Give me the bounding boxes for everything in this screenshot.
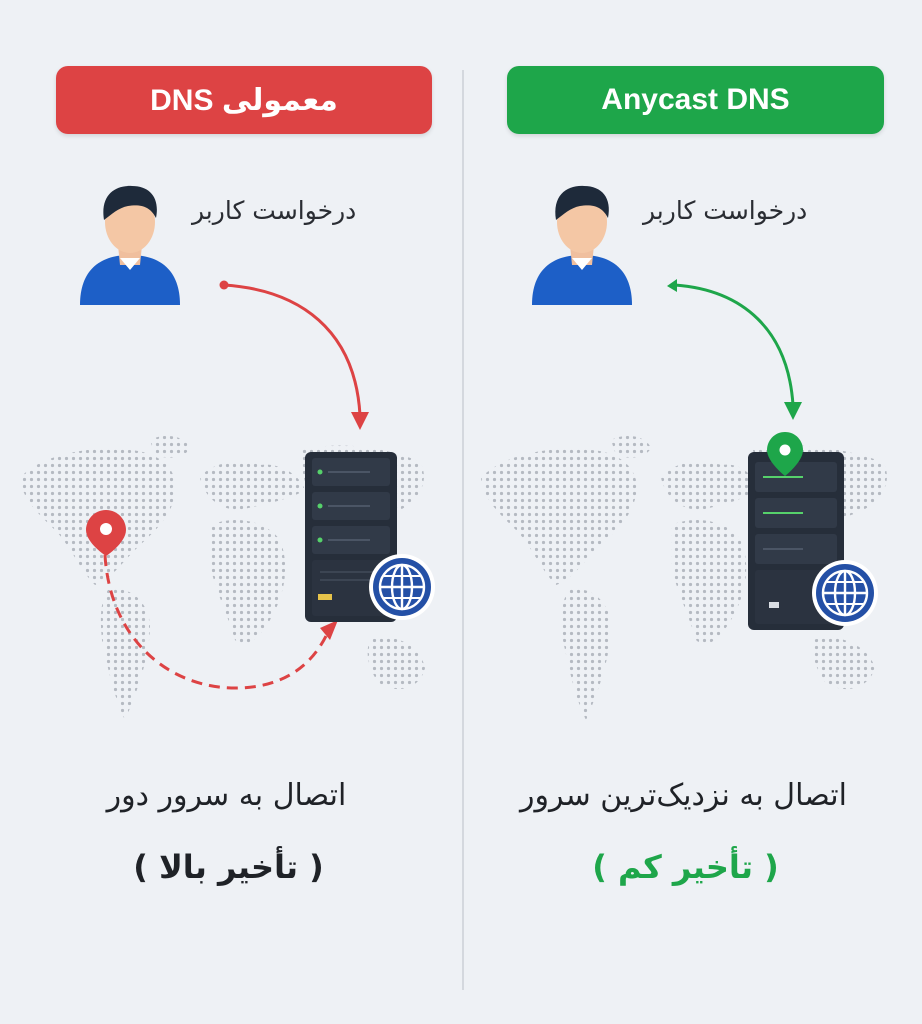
user-request-label: درخواست کاربر: [643, 196, 808, 225]
panel-divider: [462, 70, 464, 990]
connection-caption: اتصال به سرور دور: [106, 778, 347, 813]
user-icon: [80, 185, 180, 305]
location-pin-icon: [86, 510, 126, 556]
anycast-dns-illustration: [481, 185, 887, 720]
user-request-label: درخواست کاربر: [192, 196, 357, 225]
globe-icon: [369, 554, 435, 620]
anycast-dns-title: Anycast DNS: [507, 66, 884, 134]
regular-dns-panel: DNS معمولی درخواست کاربر اتصال به سرور د…: [20, 66, 435, 886]
latency-label: ( تأخیر بالا ): [133, 848, 324, 886]
latency-label: ( تأخیر کم ): [592, 848, 779, 886]
regular-dns-illustration: [20, 185, 435, 720]
connection-caption: اتصال به نزدیک‌ترین سرور: [520, 778, 847, 813]
long-route-arrow: [103, 554, 330, 690]
request-arrow: [674, 283, 795, 406]
globe-icon: [812, 560, 878, 626]
user-icon: [532, 185, 632, 305]
regular-dns-title: DNS معمولی: [56, 66, 432, 134]
location-pin-icon: [767, 432, 803, 476]
anycast-dns-panel: Anycast DNS درخواست کاربر اتصال به نزدیک…: [463, 0, 922, 1024]
request-arrow: [223, 283, 362, 416]
